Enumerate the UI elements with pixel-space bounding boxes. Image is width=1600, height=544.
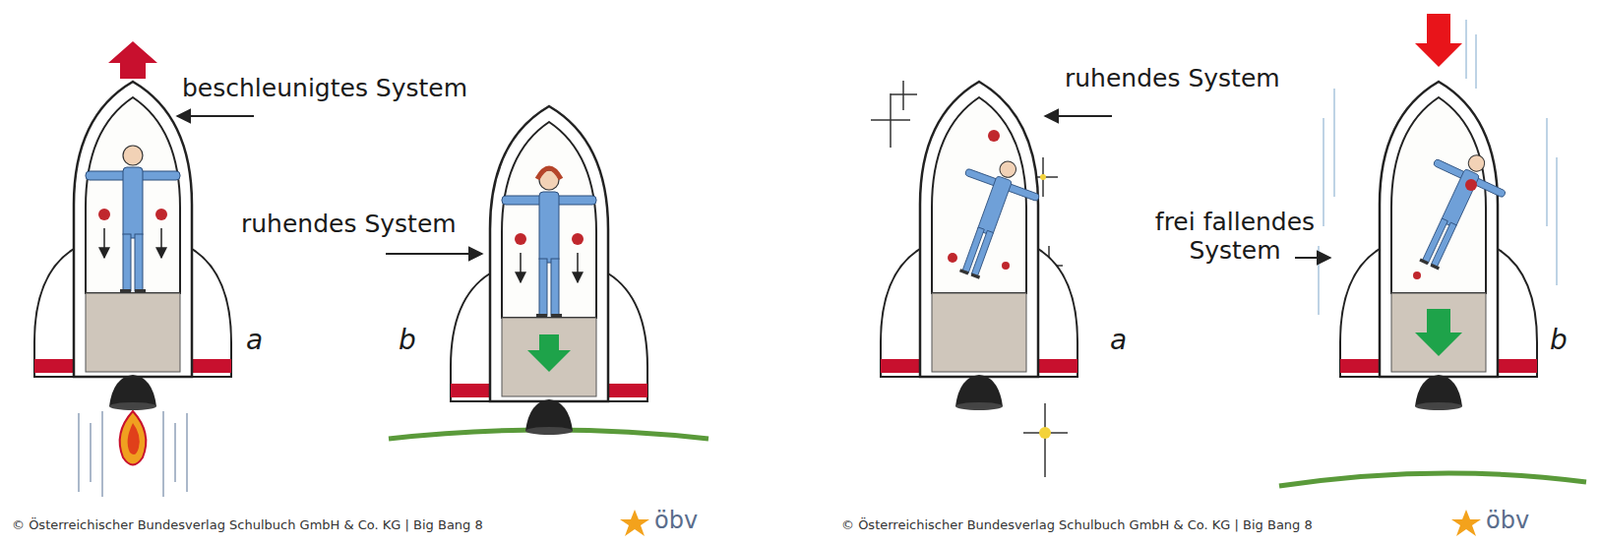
publisher-logo: öbv	[1485, 507, 1530, 536]
system-label: ruhendes System	[1064, 64, 1281, 94]
panel-letter: a	[1109, 324, 1127, 357]
copyright-note: © Österreichischer Bundesverlag Schulbuc…	[11, 518, 484, 534]
panel-letter: b	[398, 324, 417, 357]
panel-letter: b	[1549, 324, 1568, 357]
publisher-logo: öbv	[654, 507, 698, 536]
system-label: ruhendes System	[241, 210, 457, 240]
system-label: beschleunigtes System	[182, 74, 468, 104]
panel-letter: a	[246, 324, 263, 357]
copyright-note: © Österreichischer Bundesverlag Schulbuc…	[841, 518, 1313, 534]
system-label: frei fallendes System	[1121, 208, 1349, 266]
